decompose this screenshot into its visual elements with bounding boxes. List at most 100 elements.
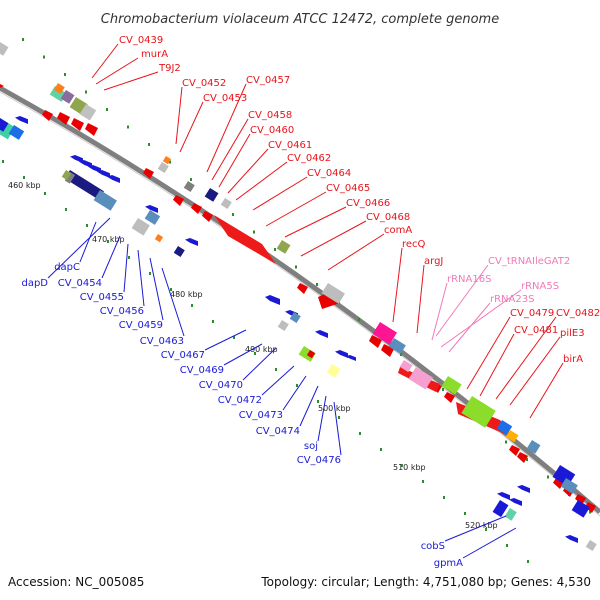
outer-tick-dot (127, 125, 129, 129)
leader-line (218, 133, 251, 188)
summary-text: Topology: circular; Length: 4,751,080 bp… (260, 575, 591, 589)
outer-tick-dot (589, 510, 591, 514)
gene-label: rRNA5S (521, 281, 559, 292)
inner-tick-dot (485, 528, 487, 531)
leader-line (431, 282, 448, 341)
gene-arrow-reverse (517, 485, 530, 493)
gene-arrow-reverse (97, 170, 110, 178)
gene-block (64, 169, 104, 200)
leader-line (211, 118, 249, 181)
gene-block (162, 156, 172, 165)
gene-arrow-reverse (145, 205, 158, 213)
outer-tick-dot (169, 160, 171, 164)
gene-label: CV_0464 (307, 168, 351, 179)
leader-line (529, 362, 564, 419)
inner-tick-dot (317, 400, 319, 403)
outer-tick-dot (232, 213, 234, 216)
gene-label: rRNA16S (447, 274, 491, 285)
gene-label: CV_0439 (119, 35, 163, 46)
gene-label: murA (141, 49, 168, 60)
leader-line (227, 148, 269, 194)
leader-line (175, 86, 183, 145)
gene-block (183, 180, 195, 193)
gene-label: dapD (21, 278, 48, 289)
gene-block (0, 42, 9, 56)
gene-block (131, 217, 150, 236)
leader-line (179, 101, 204, 153)
gene-label: CV_0454 (58, 278, 102, 289)
gene-arrow (71, 118, 84, 131)
leader-line (282, 375, 307, 411)
gene-label: CV_0470 (199, 380, 243, 391)
inner-tick-dot (527, 560, 529, 563)
gene-arrow-reverse (79, 160, 92, 168)
leader-line (204, 329, 247, 351)
gene-label: CV_0462 (287, 153, 331, 164)
gene-label: CV_0472 (218, 395, 262, 406)
gene-block (144, 209, 161, 225)
leader-line (466, 316, 511, 390)
outer-tick-dot (190, 178, 192, 181)
outer-tick-dot (253, 230, 255, 234)
gene-arrow (202, 211, 213, 222)
gene-block (496, 419, 513, 435)
inner-tick-dot (422, 480, 424, 483)
gene-label: rRNA23S (490, 294, 534, 305)
leader-line (79, 221, 97, 263)
gene-arrow (85, 123, 98, 136)
gene-label: soj (304, 441, 318, 452)
leader-line (416, 264, 425, 334)
leader-line (462, 527, 517, 559)
gene-label: CV_0481 (514, 325, 558, 336)
outer-tick-dot (148, 143, 150, 146)
gene-arrow-reverse (345, 355, 356, 361)
gene-label: birA (563, 354, 583, 365)
gene-block (492, 500, 509, 518)
gene-block (53, 83, 65, 95)
gene-arrow (381, 344, 394, 357)
gene-label: CV_0473 (239, 410, 283, 421)
inner-tick-dot (275, 368, 277, 371)
outer-tick-dot (400, 353, 402, 356)
inner-tick-dot (296, 384, 298, 387)
inner-tick-dot (443, 496, 445, 499)
gene-arrow-reverse (335, 350, 348, 358)
gene-block (277, 320, 289, 332)
inner-tick-dot (380, 448, 382, 451)
inner-tick-dot (65, 208, 67, 211)
inner-tick-dot (149, 272, 151, 275)
gene-arrow-reverse (70, 155, 83, 163)
tick-label: 510 kbp (393, 463, 426, 472)
gene-block (306, 350, 316, 359)
gene-block (204, 188, 219, 202)
outer-tick-dot (358, 318, 360, 321)
gene-label: comA (384, 225, 412, 236)
gene-block (571, 500, 590, 518)
leader-line (392, 247, 403, 323)
leader-layer (47, 43, 564, 559)
gene-arrow (0, 84, 4, 88)
inner-tick-dot (359, 432, 361, 435)
gene-arrow (585, 502, 596, 513)
gene-label: CV_0469 (180, 365, 224, 376)
leader-line (261, 365, 295, 396)
leader-line (300, 220, 367, 257)
leader-line (252, 176, 308, 211)
genome-title: Chromobacterium violaceum ATCC 12472, co… (101, 12, 499, 27)
gene-label: CV_0465 (326, 183, 370, 194)
gene-block (399, 360, 413, 373)
leader-line (242, 347, 277, 381)
leader-line (91, 43, 119, 79)
inner-tick-dot (401, 464, 403, 467)
gene-block (560, 478, 578, 494)
gene-block (60, 90, 75, 104)
gene-label: CV_0453 (203, 93, 247, 104)
outer-tick-dot (274, 248, 276, 251)
leader-line (101, 235, 121, 279)
leader-line (95, 57, 139, 85)
gene-arrow-reverse (15, 116, 28, 124)
gene-label: CV_0458 (248, 110, 292, 121)
leader-line (149, 257, 164, 321)
tick-label: 490 kbp (245, 345, 278, 354)
